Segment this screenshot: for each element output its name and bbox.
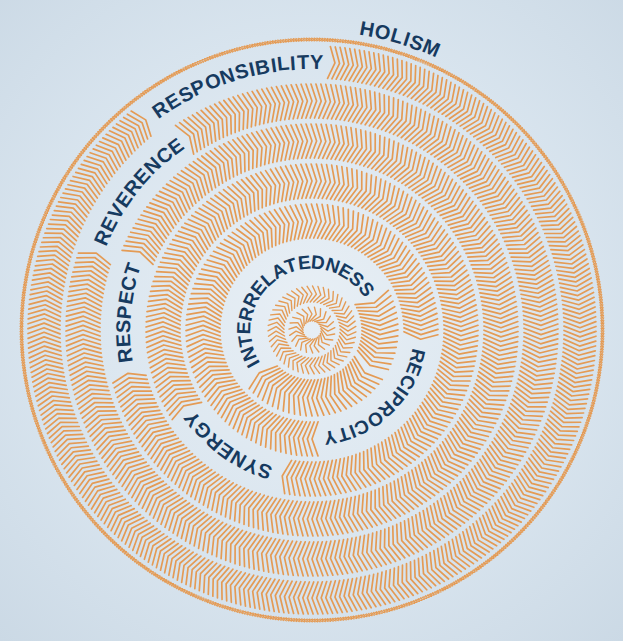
- word-letter: S: [233, 60, 252, 83]
- word-letter: S: [346, 267, 369, 290]
- word-letter: N: [140, 153, 165, 178]
- word-letter: Y: [310, 52, 325, 72]
- word-letter: T: [296, 52, 310, 72]
- word-letter: I: [401, 29, 413, 50]
- chevron-band: [28, 47, 596, 614]
- word-letter: T: [121, 260, 144, 279]
- word-letter: B: [254, 55, 273, 77]
- word-letter: V: [104, 200, 129, 223]
- word-letter: E: [234, 320, 253, 334]
- word-letter: N: [237, 344, 260, 364]
- chevron-band: [289, 307, 335, 353]
- word-letter: N: [323, 254, 343, 277]
- word-letter: Y: [322, 427, 339, 448]
- chevron-band: [146, 164, 478, 496]
- word-letter: I: [345, 421, 358, 441]
- word-letter: R: [120, 175, 145, 200]
- chevron-band: [249, 290, 398, 416]
- word-letter: C: [396, 371, 420, 393]
- word-letter: H: [358, 18, 377, 40]
- word-letter: O: [362, 407, 386, 432]
- word-letter: C: [152, 142, 177, 167]
- word-letter: E: [164, 133, 187, 158]
- word-letter: E: [247, 276, 270, 299]
- word-letter: E: [113, 333, 134, 348]
- word-letter: I: [290, 52, 298, 72]
- word-letter: C: [350, 415, 372, 439]
- word-letter: P: [188, 75, 209, 99]
- word-letter: A: [268, 259, 290, 283]
- word-letter: N: [226, 447, 249, 472]
- word-letter: D: [310, 252, 327, 272]
- word-letter: I: [243, 356, 263, 371]
- word-letter: E: [335, 259, 356, 282]
- chevron-band: [186, 204, 438, 456]
- word-letter: G: [189, 418, 215, 444]
- word-letter: E: [297, 252, 313, 272]
- word-letter: R: [239, 289, 263, 311]
- word-letter: R: [149, 96, 173, 121]
- word-letter: C: [117, 273, 140, 293]
- chevron-band: [113, 124, 518, 536]
- word-letter: T: [334, 424, 351, 446]
- word-letter: S: [407, 31, 427, 55]
- word-letter: R: [407, 347, 429, 366]
- chevron-band: [66, 84, 558, 576]
- word-letter: I: [392, 384, 411, 400]
- word-letter: I: [247, 58, 258, 79]
- word-letter: P: [113, 304, 134, 320]
- word-letter: R: [201, 429, 226, 454]
- word-letter: E: [213, 439, 236, 464]
- word-letter: O: [373, 21, 394, 44]
- word-letter: M: [420, 36, 444, 61]
- word-letter: L: [257, 267, 279, 290]
- word-letter: Y: [240, 454, 261, 478]
- word-letter: L: [388, 25, 406, 48]
- word-letter: T: [283, 254, 301, 276]
- word-letter: R: [114, 346, 136, 364]
- chevron-band: [20, 38, 604, 622]
- word-letter: T: [234, 333, 255, 348]
- word-letter: E: [402, 360, 425, 380]
- word-letter: R: [90, 226, 115, 248]
- word-letter: P: [384, 388, 407, 411]
- word-letter: E: [97, 213, 121, 235]
- chevron-band: [268, 286, 356, 374]
- word-letter: E: [130, 164, 154, 188]
- word-letter: Y: [180, 407, 205, 430]
- word-letter: S: [355, 278, 378, 300]
- word-letter: N: [217, 64, 238, 88]
- word-letter: E: [112, 188, 137, 211]
- word-letter: S: [175, 81, 197, 105]
- word-letter: E: [115, 289, 137, 307]
- word-letter: O: [201, 69, 224, 94]
- word-letter: L: [276, 53, 291, 74]
- word-letter: E: [162, 88, 185, 113]
- word-letter: R: [374, 398, 398, 422]
- word-letter: I: [269, 54, 278, 75]
- word-letter: R: [235, 304, 257, 323]
- word-letter: S: [254, 459, 274, 483]
- word-letter: S: [113, 319, 133, 334]
